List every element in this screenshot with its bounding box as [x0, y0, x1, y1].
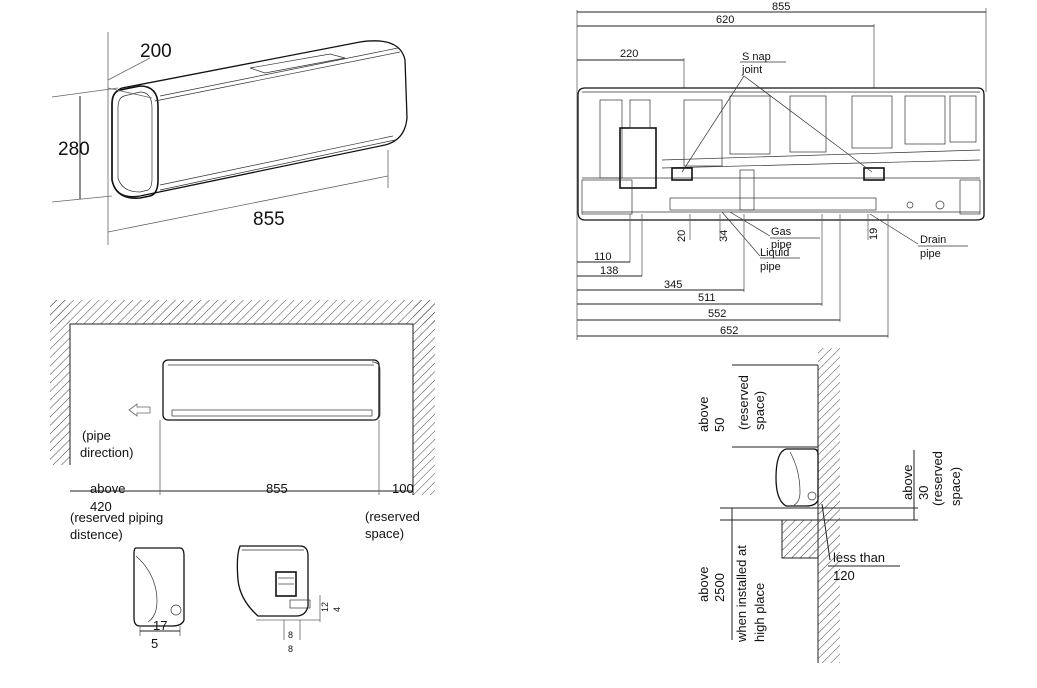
detail-right-c: 8	[288, 630, 293, 640]
bottom-clearance-line4: high place	[752, 583, 767, 642]
side-detail-left: 17 5	[133, 547, 185, 651]
back-top-dim-1: 855	[772, 1, 790, 13]
bottom-clearance-line3: when installed at	[734, 545, 749, 643]
right-clearance-line2: 30	[916, 486, 931, 500]
snap-joint-line1: S nap	[742, 51, 771, 63]
back-bdim-4: 511	[698, 292, 716, 304]
front-clearance-plan: (pipe direction) above 420 (reserved pip…	[50, 300, 435, 542]
back-top-dim-3: 220	[620, 48, 638, 60]
liquid-pipe-line2: pipe	[760, 261, 781, 273]
back-bdim-5: 552	[708, 308, 726, 320]
iso-width-label: 855	[253, 209, 285, 230]
iso-depth-label: 200	[140, 41, 172, 62]
right-clearance-line1: above	[900, 465, 915, 500]
back-vdim-1: 20	[676, 230, 688, 242]
bottom-clearance-line2: 2500	[712, 573, 727, 602]
back-unit-body	[577, 87, 985, 221]
iso-front-panel	[111, 85, 159, 199]
floor-clearance-line2: 120	[833, 568, 855, 583]
side-clearance-view: above 50 (reserved space) above 30 (rese…	[696, 348, 963, 663]
plan-unit-body	[162, 359, 380, 421]
right-note-line2: space)	[365, 526, 404, 541]
back-bdim-3: 345	[664, 279, 682, 291]
pipe-direction-arrow-icon	[128, 403, 151, 417]
detail-right-b: 4	[332, 607, 342, 612]
gas-pipe-line2: pipe	[771, 239, 792, 251]
side-detail-right: 12 4 8 8	[236, 545, 342, 654]
left-note-line2: distence)	[70, 527, 123, 542]
floor-clearance-line1: less than	[833, 550, 885, 565]
back-bdim-1: 110	[594, 251, 612, 263]
right-clearance-line3: (reserved	[930, 451, 945, 506]
isometric-view: 200 280 855	[51, 32, 408, 245]
gas-pipe-line1: Gas	[771, 226, 792, 238]
bottom-clearance-line1: above	[696, 567, 711, 602]
top-clearance-line4: space)	[752, 391, 767, 430]
snap-joint-line2: joint	[741, 64, 762, 76]
right-note-line1: (reserved	[365, 509, 420, 524]
plan-width-label: 855	[266, 481, 288, 496]
back-bdim-6: 652	[720, 325, 738, 337]
right-clearance-label: 100	[392, 481, 414, 496]
detail-left-a: 17	[153, 618, 167, 633]
top-clearance-line2: 50	[712, 418, 727, 432]
left-clearance-line1: above	[90, 481, 125, 496]
back-bdim-2: 138	[600, 265, 618, 277]
top-clearance-line3: (reserved	[736, 375, 751, 430]
right-clearance-line4: space)	[948, 467, 963, 506]
back-vdim-2: 34	[718, 230, 730, 242]
back-vdim-3: 19	[868, 228, 880, 240]
back-top-dim-2: 620	[716, 14, 734, 26]
top-clearance-line1: above	[696, 397, 711, 432]
detail-left-b: 5	[151, 636, 158, 651]
detail-right-a: 12	[320, 602, 330, 612]
iso-height-label: 280	[58, 139, 90, 160]
drain-pipe-line2: pipe	[920, 248, 941, 260]
side-unit-body	[775, 448, 819, 507]
liquid-pipe-line1: Liquid	[760, 247, 789, 259]
detail-right-d: 8	[288, 644, 293, 654]
drain-pipe-line1: Drain	[920, 234, 946, 246]
pipe-direction-line2: direction)	[80, 445, 133, 460]
left-clearance-line2: 420	[90, 499, 112, 514]
pipe-direction-line1: (pipe	[82, 428, 111, 443]
iso-unit-body	[111, 40, 408, 198]
left-note-line1: (reserved piping	[70, 510, 163, 525]
back-view: 855 620 220 S nap	[576, 1, 987, 340]
